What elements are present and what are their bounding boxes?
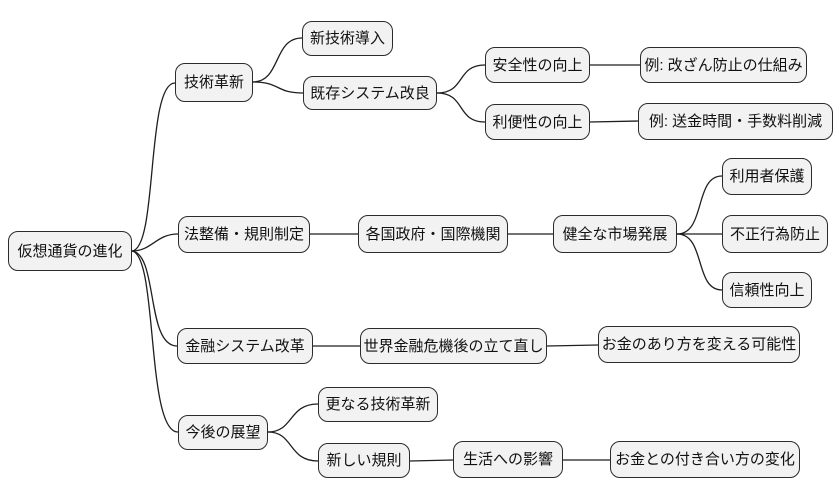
edge-post-crisis-change-money bbox=[546, 344, 599, 347]
edge-root-legal-rules bbox=[131, 233, 179, 252]
edge-root-financial-reform bbox=[131, 250, 178, 347]
node-money-relationship-change: お金との付き合い方の変化 bbox=[610, 441, 800, 478]
edge-future-outlook-new-rules bbox=[267, 431, 319, 462]
node-convenience-example: 例: 送金時間・手数料削減 bbox=[638, 103, 833, 140]
edge-tech-innovation-new-tech bbox=[252, 37, 303, 83]
node-user-protection: 利用者保護 bbox=[722, 158, 812, 195]
node-existing-system-improvement: 既存システム改良 bbox=[303, 76, 437, 110]
edge-existing-system-convenience bbox=[436, 92, 486, 123]
node-new-tech-introduction: 新技術導入 bbox=[302, 21, 393, 56]
node-reliability-improvement: 信頼性向上 bbox=[722, 272, 812, 308]
edge-root-future-outlook bbox=[131, 250, 179, 433]
node-governments-international-orgs: 各国政府・国際機関 bbox=[358, 215, 508, 253]
node-tech-innovation: 技術革新 bbox=[175, 63, 253, 102]
edge-tech-innovation-existing-system bbox=[252, 81, 304, 94]
node-fraud-prevention: 不正行為防止 bbox=[722, 215, 828, 253]
edge-existing-system-safety bbox=[436, 64, 486, 94]
node-healthy-market-development: 健全な市場発展 bbox=[553, 215, 677, 253]
node-post-crisis-rebuilding: 世界金融危機後の立て直し bbox=[360, 328, 547, 364]
node-life-impact: 生活への影響 bbox=[453, 441, 563, 478]
edge-new-rules-life-impact bbox=[409, 459, 454, 462]
node-further-tech-innovation: 更なる技術革新 bbox=[318, 387, 438, 422]
edge-healthy-market-user-protection bbox=[676, 175, 723, 235]
node-safety-improvement: 安全性の向上 bbox=[485, 47, 590, 83]
edge-root-tech-innovation bbox=[131, 82, 176, 252]
node-change-money-potential: お金のあり方を変える可能性 bbox=[598, 326, 800, 363]
node-legal-rules: 法整備・規則制定 bbox=[178, 216, 310, 253]
node-safety-example: 例: 改ざん防止の仕組み bbox=[640, 47, 807, 83]
node-convenience-improvement: 利便性の向上 bbox=[485, 104, 590, 140]
node-financial-system-reform: 金融システム改革 bbox=[177, 328, 313, 364]
edge-convenience-example bbox=[589, 120, 639, 123]
edge-future-outlook-further-tech bbox=[267, 403, 319, 433]
node-root-virtual-currency-evolution: 仮想通貨の進化 bbox=[8, 231, 132, 271]
node-future-outlook: 今後の展望 bbox=[178, 415, 268, 450]
node-new-rules: 新しい規則 bbox=[318, 443, 410, 478]
edge-healthy-market-reliability bbox=[676, 233, 723, 291]
